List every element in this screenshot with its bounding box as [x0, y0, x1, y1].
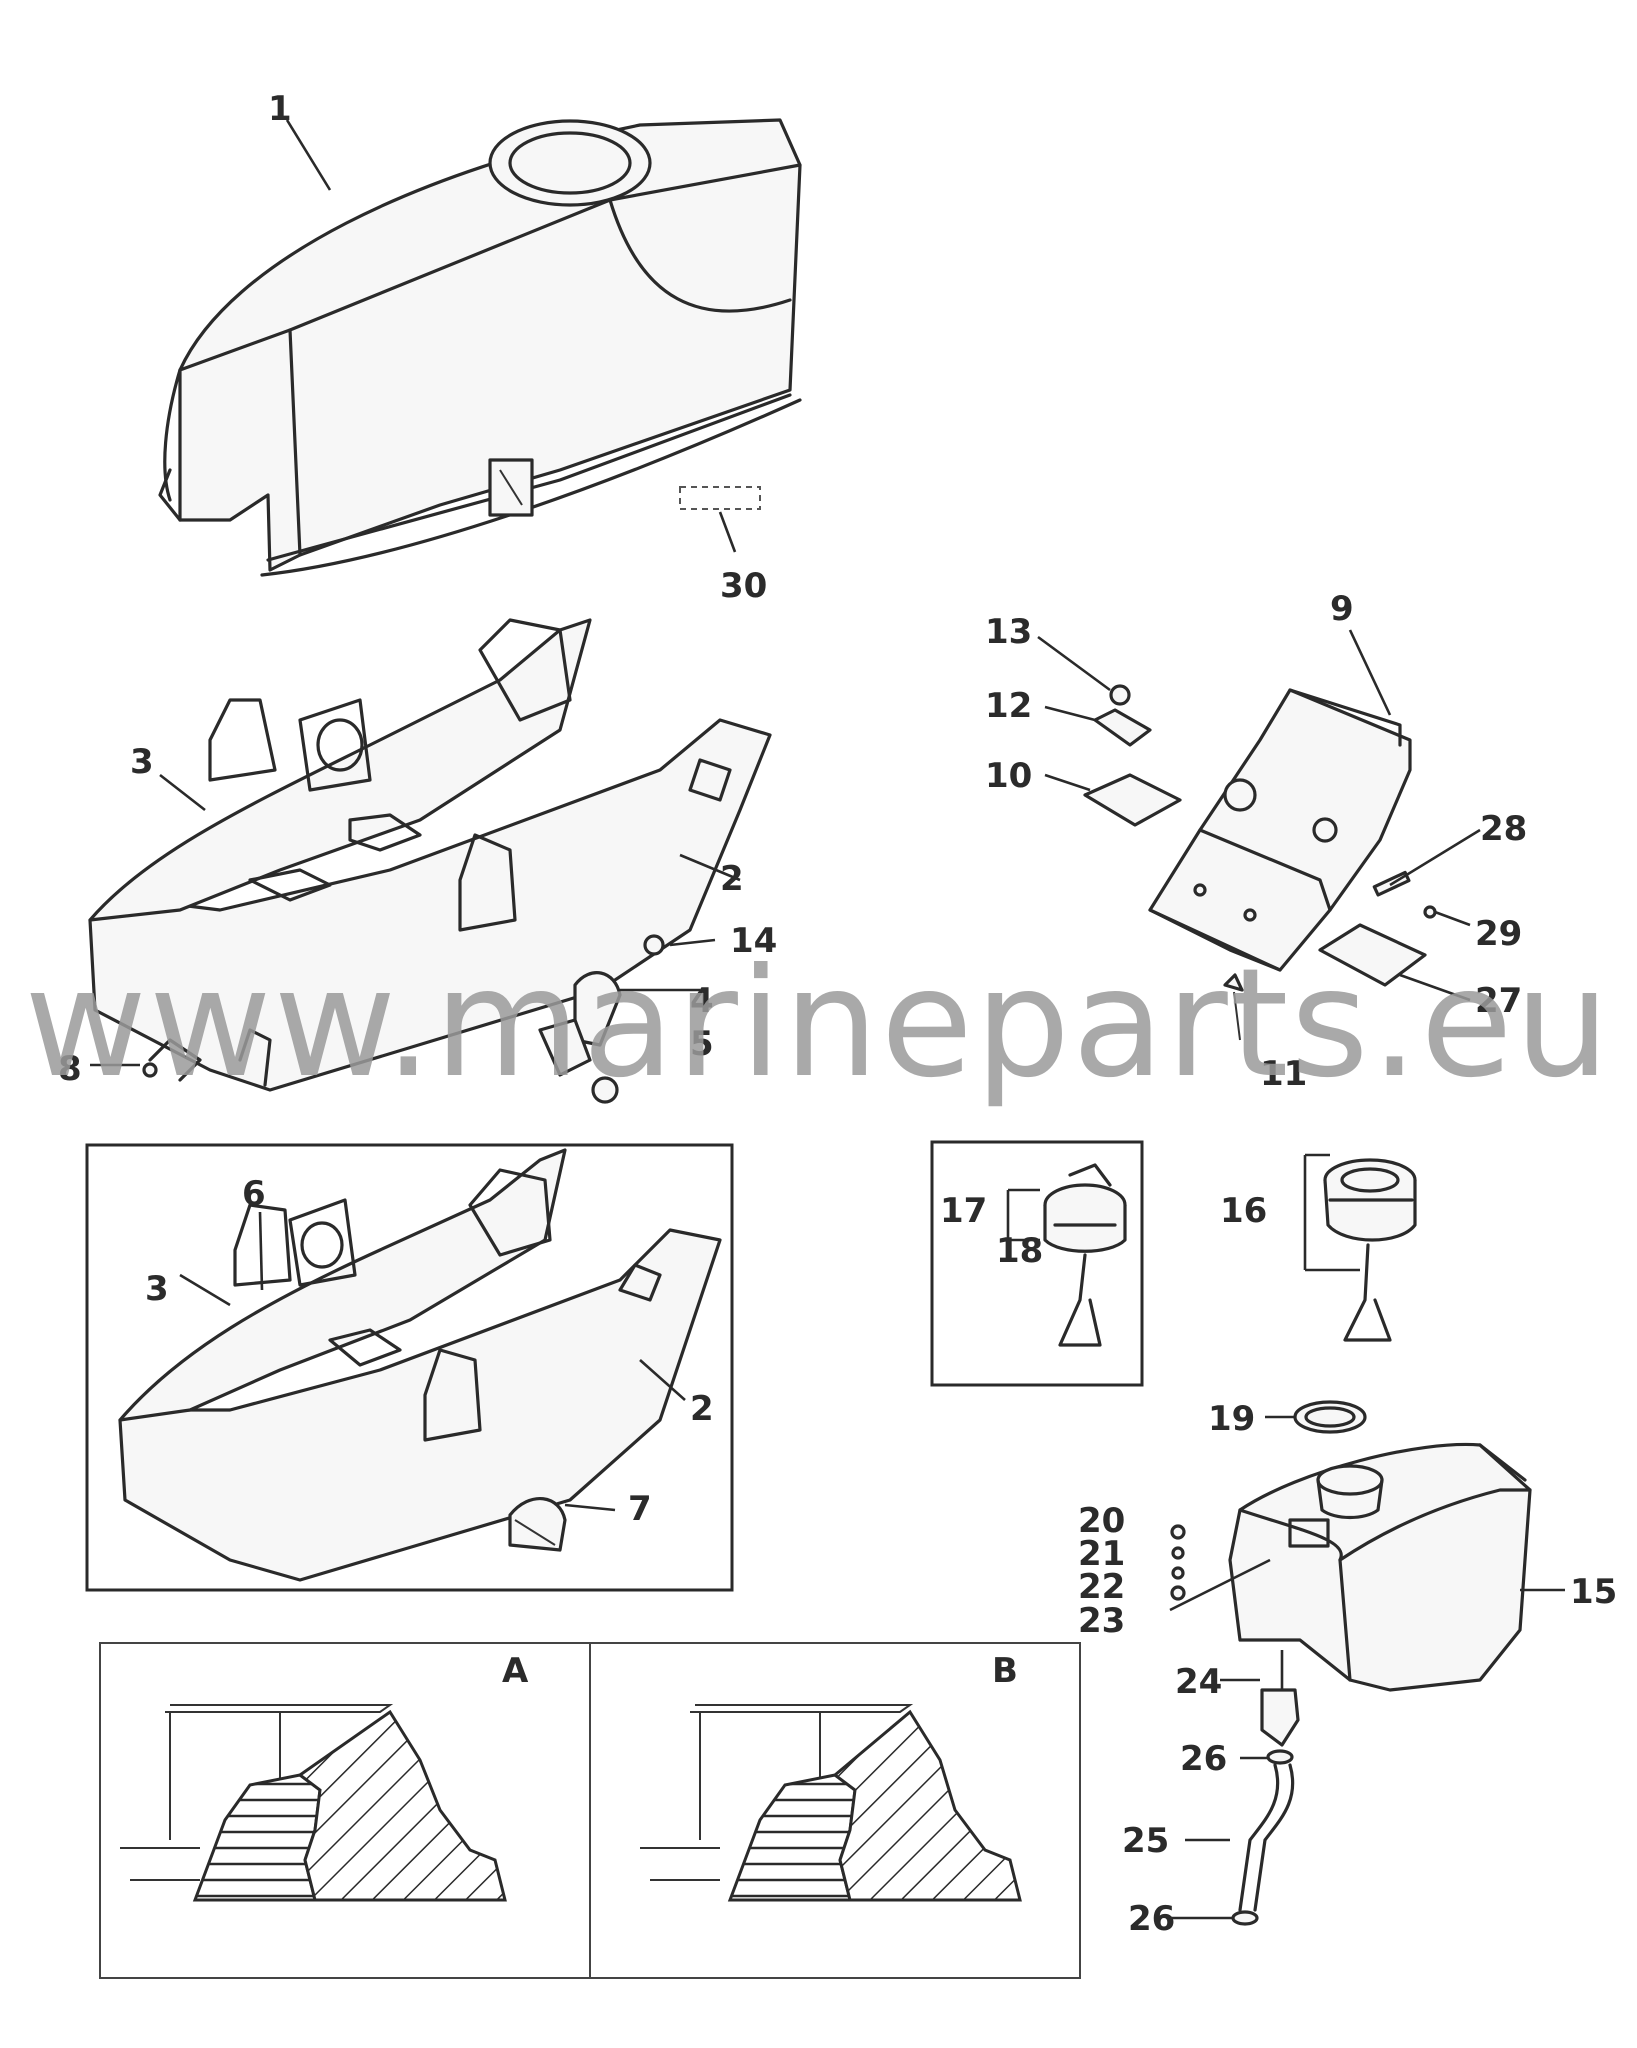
- leader-lines: [90, 119, 1565, 1920]
- callout-17: 17: [940, 1191, 987, 1231]
- ring-19: [1293, 1400, 1367, 1434]
- callout-7: 7: [628, 1489, 652, 1529]
- part-30-dashed: [679, 486, 761, 553]
- section-view-a: [120, 1704, 507, 1902]
- callout-18: 18: [996, 1231, 1043, 1271]
- callout-6: 6: [242, 1174, 266, 1214]
- callout-4: 4: [690, 981, 714, 1021]
- callout-30: 30: [720, 566, 767, 606]
- callout-23: 23: [1078, 1601, 1125, 1641]
- callout-12: 12: [985, 686, 1032, 726]
- callout-2: 2: [720, 859, 744, 899]
- callout-21: 21: [1078, 1534, 1125, 1574]
- callout-22: 22: [1078, 1567, 1125, 1607]
- tray-assembly: [1083, 684, 1412, 972]
- callout-24: 24: [1175, 1662, 1222, 1702]
- callout-labels: 1 30 3 2 14 4 5 8 13 9 12 10 28 29 27 11…: [58, 89, 1617, 1939]
- watermark-text: www.marineparts.eu: [24, 937, 1612, 1111]
- callout-29: 29: [1475, 914, 1522, 954]
- callout-19: 19: [1208, 1399, 1255, 1439]
- view-labels: A B: [502, 1651, 1018, 1691]
- fuel-cap-16: [1303, 1153, 1417, 1342]
- callout-14: 14: [730, 921, 777, 961]
- callout-27: 27: [1475, 981, 1522, 1021]
- callout-26: 26: [1180, 1739, 1227, 1779]
- section-views-frame: [99, 1642, 1081, 1979]
- callout-28: 28: [1480, 809, 1527, 849]
- fasteners-20-23: [1169, 1524, 1271, 1612]
- callout-11: 11: [1260, 1054, 1307, 1094]
- callout-3-alt: 3: [145, 1269, 169, 1309]
- callout-25: 25: [1122, 1821, 1169, 1861]
- callout-13: 13: [985, 612, 1032, 652]
- callout-5: 5: [690, 1024, 714, 1064]
- callout-9: 9: [1330, 589, 1354, 629]
- boxed-fuel-cap: [930, 1140, 1144, 1387]
- callout-10: 10: [985, 756, 1032, 796]
- callout-8: 8: [58, 1049, 82, 1089]
- view-label-b: B: [992, 1651, 1018, 1691]
- boxed-alt-cowling: [85, 1143, 734, 1592]
- callout-16: 16: [1220, 1191, 1267, 1231]
- callout-2-alt: 2: [690, 1389, 714, 1429]
- fuel-tank: [1228, 1442, 1532, 1692]
- callout-15: 15: [1570, 1572, 1617, 1612]
- fuel-line-assembly: [1231, 1650, 1300, 1926]
- top-cowling: [158, 118, 802, 577]
- bottom-cowling-upper: [88, 618, 772, 1092]
- callout-1: 1: [268, 89, 292, 129]
- callout-20: 20: [1078, 1501, 1125, 1541]
- small-parts-upper: [142, 934, 665, 1104]
- view-label-a: A: [502, 1651, 529, 1691]
- callout-26-lower: 26: [1128, 1899, 1175, 1939]
- section-view-b: [640, 1704, 1022, 1902]
- callout-3: 3: [130, 742, 154, 782]
